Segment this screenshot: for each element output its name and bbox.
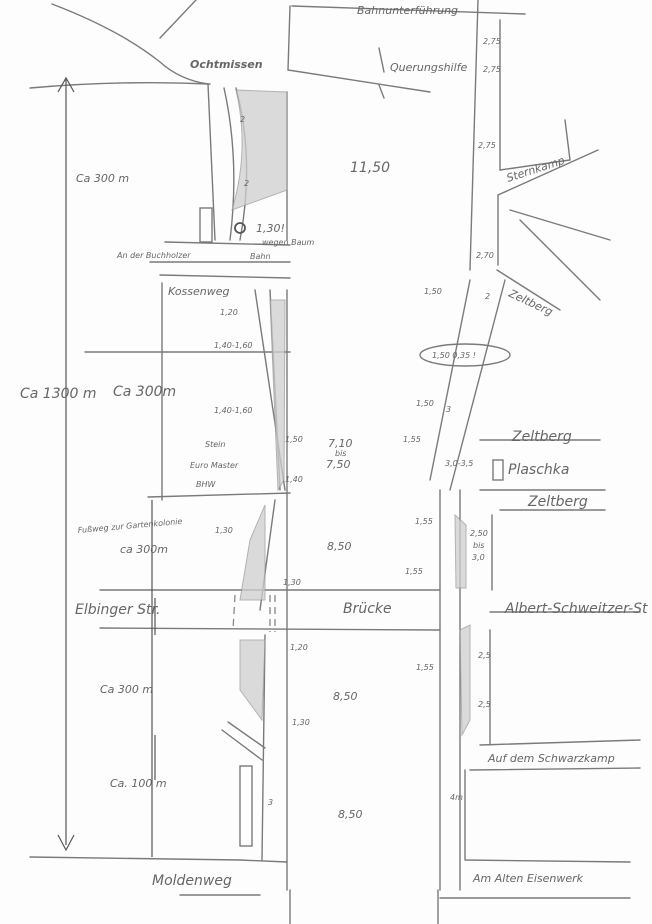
bench-box	[239, 765, 253, 847]
street-label-moldenweg: Moldenweg	[152, 873, 232, 889]
plaschka-building	[492, 459, 504, 481]
street-label-zeltberg-2: Zeltberg	[511, 429, 572, 445]
width-label: 1,30	[292, 718, 310, 727]
crossing-island-icon	[378, 47, 385, 99]
width-label: 8,50	[327, 540, 352, 553]
street-label-eisenwerk: Am Alten Eisenwerk	[472, 872, 584, 885]
street-label-sternkamp: Sternkamp	[505, 154, 566, 185]
width-label: 1,55	[403, 435, 421, 444]
width-label: bis	[473, 541, 484, 550]
width-label: 3,0	[472, 553, 485, 562]
width-label: 2	[240, 115, 245, 124]
width-label: 8,50	[333, 690, 358, 703]
width-label: 2,50	[470, 529, 488, 538]
distance-seg4: Ca 300 m	[100, 683, 153, 696]
width-label: 2,75	[483, 65, 501, 74]
width-label: 2,5	[478, 700, 491, 709]
width-label: 1,40	[285, 475, 303, 484]
distance-seg3: ca 300m	[120, 543, 168, 556]
width-label: 1,30!	[256, 222, 285, 235]
width-label: 3,0-3,5	[445, 459, 473, 468]
street-label-bahn: Bahn	[250, 252, 271, 261]
width-label: 2,70	[476, 251, 494, 260]
width-label: 3	[268, 798, 273, 807]
total-distance-arrow	[57, 76, 75, 852]
distance-seg2: Ca 300m	[113, 384, 176, 400]
width-label: 2,75	[478, 141, 496, 150]
building-block	[199, 207, 213, 243]
stairs	[221, 721, 266, 761]
width-label: 1,50 0,35 !	[432, 351, 476, 360]
width-label: 1,50	[416, 399, 434, 408]
width-label: 2,5	[478, 651, 491, 660]
label-bridge: Brücke	[343, 601, 392, 617]
distance-seg5: Ca. 100 m	[110, 777, 167, 790]
width-label: 1,50	[285, 435, 303, 444]
hatched-areas	[231, 89, 471, 737]
width-label: 11,50	[350, 160, 390, 176]
width-label: 1,50	[424, 287, 442, 296]
width-label: 8,50	[338, 808, 363, 821]
width-measurements: 2,75 2,75 2,75 2,70 11,50 2 2 1,30! 1,20…	[214, 37, 501, 821]
street-label-buchholzer: An der Buchholzer	[116, 251, 191, 260]
place-euromaster: Euro Master	[190, 461, 239, 470]
street-label-kossenweg: Kossenweg	[168, 285, 230, 298]
width-label: 7,50	[326, 458, 351, 471]
width-label: 1,40-1,60	[214, 341, 253, 350]
label-crossing-aid: Querungshilfe	[390, 61, 468, 74]
width-label: 3	[446, 405, 451, 414]
width-label: 1,55	[405, 567, 423, 576]
width-label: 1,55	[416, 663, 434, 672]
width-label: 1,40-1,60	[214, 406, 253, 415]
width-label: 4m	[450, 793, 463, 802]
width-label: 2	[485, 292, 490, 301]
note-tree: wegen Baum	[262, 238, 315, 247]
place-stein: Stein	[205, 440, 225, 449]
width-label: 2	[244, 179, 249, 188]
width-label: bis	[335, 449, 346, 458]
distance-total: Ca 1300 m	[20, 386, 97, 402]
narrow-point-ellipse	[419, 343, 511, 367]
street-label-ochtmissen: Ochtmissen	[190, 58, 263, 71]
street-label-elbinger: Elbinger Str.	[75, 602, 160, 618]
width-label: 2,75	[483, 37, 501, 46]
width-label: 1,30	[283, 578, 301, 587]
street-label-schwarzkamp: Auf dem Schwarzkamp	[487, 752, 615, 765]
street-label-underpass: Bahnunterführung	[357, 4, 458, 17]
width-label: 1,20	[290, 643, 308, 652]
segment-arrows	[151, 500, 156, 857]
street-label-albert-schweitzer: Albert-Schweitzer-St	[504, 601, 648, 617]
width-label: 1,20	[220, 308, 238, 317]
tree-icon	[234, 222, 246, 234]
place-plaschka: Plaschka	[508, 462, 569, 478]
width-label: 1,55	[415, 517, 433, 526]
label-footpath: Fußweg zur Gartenkolonie	[77, 517, 182, 535]
width-label: 7,10	[328, 437, 353, 450]
distance-seg1: Ca 300 m	[76, 172, 129, 185]
width-label: 1,30	[215, 526, 233, 535]
place-bhw: BHW	[196, 480, 217, 489]
street-label-zeltberg-3: Zeltberg	[527, 494, 588, 510]
